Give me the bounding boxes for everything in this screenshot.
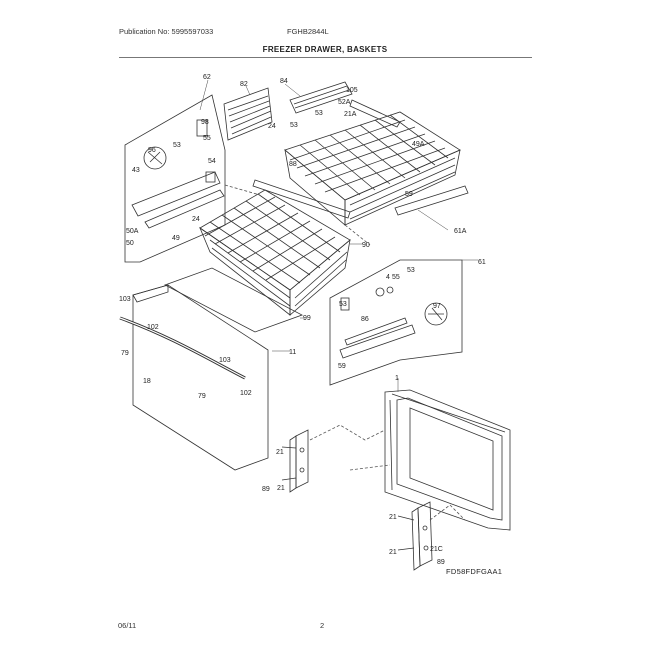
- callout-53a: 53: [315, 110, 323, 117]
- callout-labels: 62 82 84 105 52A 21A 53 53 24 88 49A 59 …: [119, 74, 486, 566]
- callout-89: 89: [262, 486, 270, 493]
- rail-60: [252, 179, 351, 219]
- callout-99: 99: [303, 315, 311, 322]
- callout-59: 59: [338, 363, 346, 370]
- callout-90: 90: [362, 242, 370, 249]
- drawer-bottom-90: [164, 267, 303, 333]
- bracket-right-89: [397, 501, 433, 571]
- callout-18: 18: [143, 378, 151, 385]
- callout-53e: 53: [339, 301, 347, 308]
- callout-103: 103: [119, 296, 131, 303]
- door-gasket-frame: [384, 389, 511, 531]
- callout-49: 49: [172, 235, 180, 242]
- drawer-front-panel: [119, 284, 269, 471]
- callout-54: 54: [208, 158, 216, 165]
- callout-82: 82: [240, 81, 248, 88]
- model-number: FGHB2844L: [287, 27, 329, 36]
- callout-21d: 21: [389, 549, 397, 556]
- callout-21e: 21C: [430, 546, 443, 553]
- callout-79: 79: [121, 350, 129, 357]
- callout-96: 96: [148, 147, 156, 154]
- callout-53d: 53: [407, 267, 415, 274]
- callout-59a: 59: [405, 191, 413, 198]
- callout-1: 1: [395, 375, 399, 382]
- basket-divider-84: [289, 81, 353, 114]
- callout-103b: 103: [219, 357, 231, 364]
- callout-leaders: [199, 79, 478, 392]
- callout-55b: 55: [392, 274, 400, 281]
- bracket-left-89: [281, 429, 309, 493]
- callout-50: 50: [126, 240, 134, 247]
- callout-43: 43: [132, 167, 140, 174]
- callout-4: 4: [386, 274, 390, 281]
- upper-wire-basket: [284, 111, 461, 226]
- callout-55: 55: [203, 135, 211, 142]
- callout-102: 102: [147, 324, 159, 331]
- callout-97: 97: [433, 303, 441, 310]
- dashed-leaders: [224, 184, 466, 521]
- callout-53b: 53: [290, 122, 298, 129]
- callout-21: 21: [276, 449, 284, 456]
- callout-62: 62: [203, 74, 211, 81]
- callout-24b: 24: [192, 216, 200, 223]
- callout-88: 88: [289, 161, 297, 168]
- callout-98: 98: [201, 119, 209, 126]
- page-number: 2: [320, 621, 325, 630]
- callout-84: 84: [280, 78, 288, 85]
- callout-21b: 21: [277, 485, 285, 492]
- callout-21a: 21A: [344, 111, 357, 118]
- upper-basket-rail: [349, 99, 469, 216]
- callout-24: 24: [268, 123, 276, 130]
- callout-89b: 89: [437, 559, 445, 566]
- callout-52a: 52A: [338, 99, 351, 106]
- callout-86: 86: [361, 316, 369, 323]
- page-title: FREEZER DRAWER, BASKETS: [262, 45, 388, 54]
- right-slide-assembly: [329, 259, 463, 386]
- callout-61a: 61A: [454, 228, 467, 235]
- callout-102b: 102: [240, 390, 252, 397]
- callout-61: 61: [478, 259, 486, 266]
- header-divider: [119, 57, 532, 58]
- diagram-code: FD58FDFGAA1: [446, 567, 503, 576]
- callout-53c: 53: [173, 142, 181, 149]
- footer-date: 06/11: [118, 621, 137, 630]
- callout-49a: 49A: [412, 141, 425, 148]
- callout-11: 11: [289, 349, 296, 356]
- lower-wire-basket: [199, 189, 351, 316]
- basket-divider-82: [223, 87, 273, 141]
- publication-number: Publication No: 5995597033: [119, 27, 214, 36]
- callout-50a: 50A: [126, 228, 139, 235]
- callout-21c: 21: [389, 514, 397, 521]
- callout-105: 105: [346, 87, 358, 94]
- callout-79b: 79: [198, 393, 206, 400]
